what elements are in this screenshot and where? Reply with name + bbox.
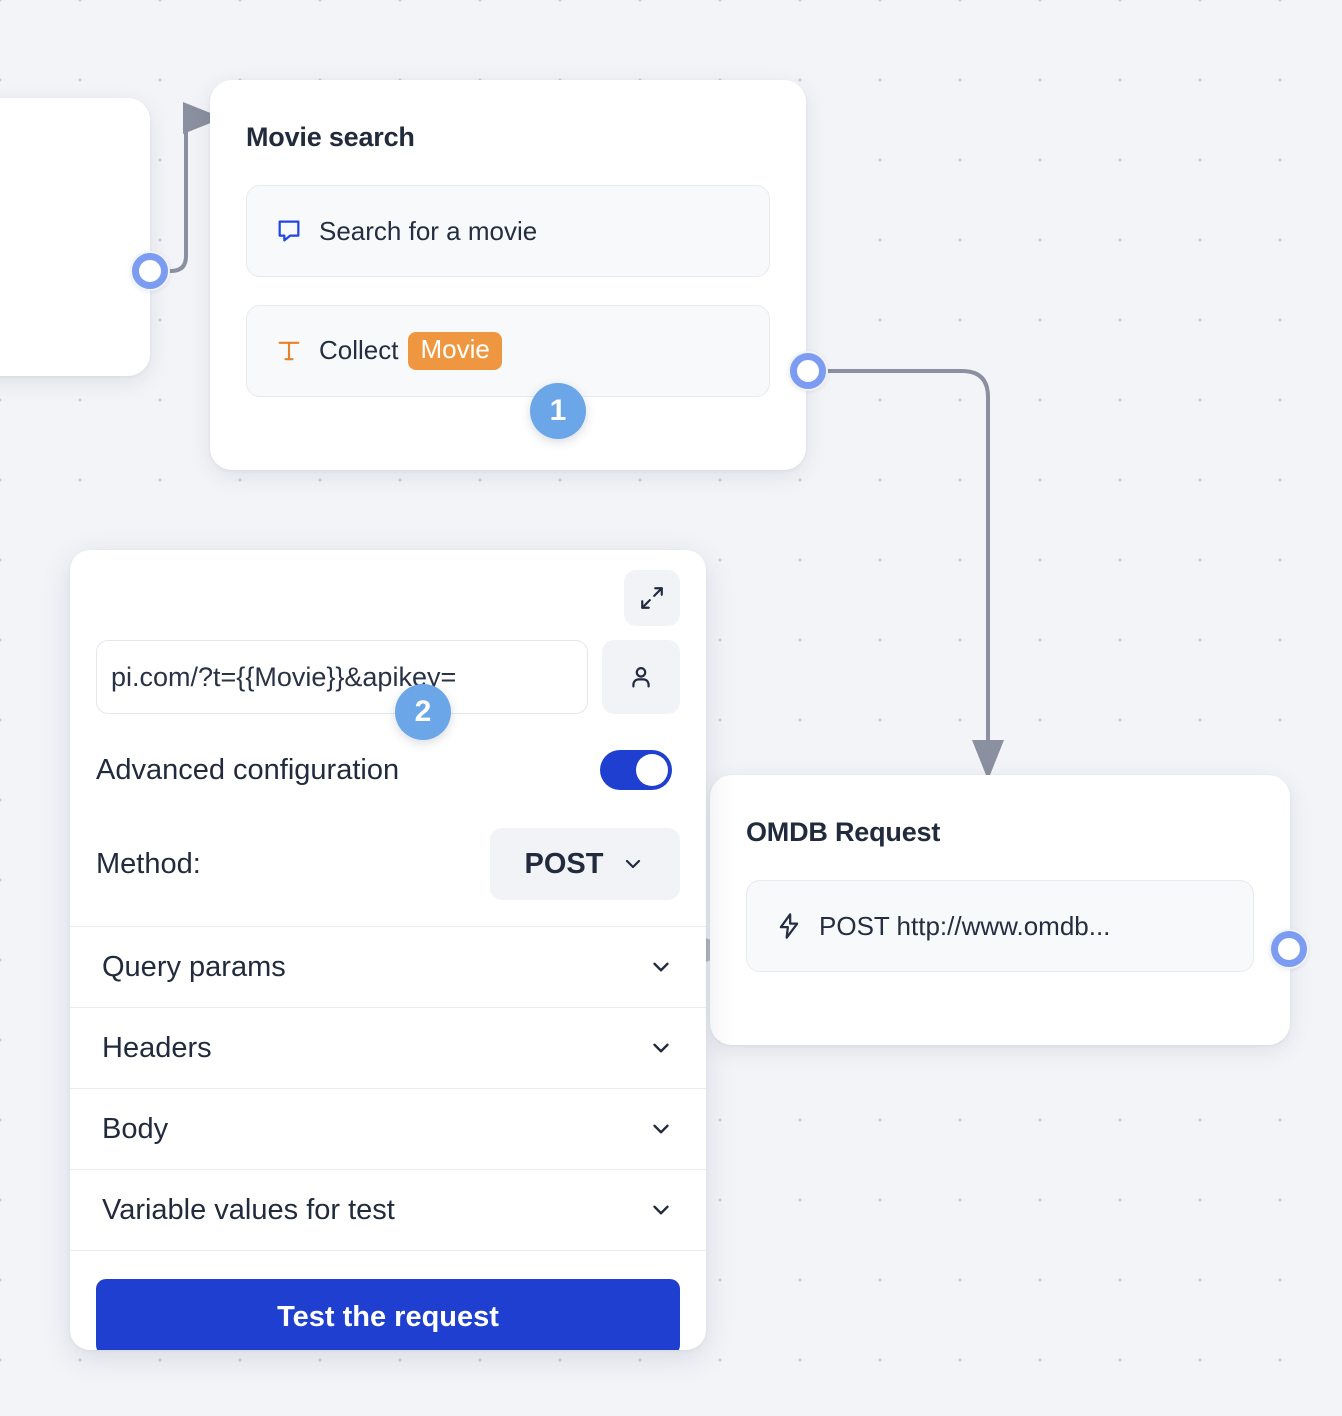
chevron-down-icon [648, 1197, 674, 1223]
node-row-collect-movie[interactable]: Collect Movie [246, 305, 770, 397]
node-row-omdb-post[interactable]: POST http://www.omdb... [746, 880, 1254, 972]
accordion-variable-values-for-test[interactable]: Variable values for test [70, 1169, 706, 1250]
request-url-input[interactable] [96, 640, 588, 714]
method-selected-value: POST [524, 847, 604, 880]
lightning-bolt-icon [775, 911, 803, 941]
node-row-search-for-a-movie[interactable]: Search for a movie [246, 185, 770, 277]
advanced-configuration-row[interactable]: Advanced configuration [70, 714, 706, 790]
message-bubble-icon [275, 217, 303, 245]
advanced-configuration-toggle[interactable] [600, 750, 672, 790]
chevron-down-icon [648, 1035, 674, 1061]
port-omdb-request-output[interactable] [1269, 929, 1309, 969]
test-the-request-button[interactable]: Test the request [96, 1279, 680, 1350]
accordion-label-query-params: Query params [102, 950, 286, 983]
method-select-button[interactable]: POST [490, 828, 680, 900]
accordion-query-params[interactable]: Query params [70, 926, 706, 1007]
user-credentials-button[interactable] [602, 640, 680, 714]
accordion-label-variable-values: Variable values for test [102, 1193, 395, 1226]
expand-diagonal-icon [639, 585, 665, 611]
chevron-down-icon [621, 852, 645, 876]
port-left-card-output[interactable] [130, 251, 170, 291]
request-config-panel[interactable]: Advanced configuration Method: POST Quer… [70, 550, 706, 1350]
accordion-list-bottom-divider [70, 1250, 706, 1251]
method-row: Method: POST [70, 790, 706, 926]
node-card-movie-search[interactable]: Movie search Search for a movie Collect [210, 80, 806, 470]
variable-tag-movie[interactable]: Movie [408, 332, 502, 370]
method-label: Method: [96, 847, 201, 880]
accordion-label-body: Body [102, 1112, 169, 1145]
node-row-label-search: Search for a movie [319, 215, 538, 246]
accordion-headers[interactable]: Headers [70, 1007, 706, 1088]
edge-movie-search-to-omdb [826, 369, 1004, 780]
step-badge-1: 1 [530, 383, 586, 439]
text-type-icon [275, 337, 303, 365]
person-icon [627, 663, 655, 691]
node-title-movie-search: Movie search [246, 122, 415, 152]
port-movie-search-output[interactable] [788, 351, 828, 391]
node-row-label-collect: Collect Movie [319, 332, 502, 370]
node-title-omdb-request: OMDB Request [746, 817, 941, 847]
accordion-body[interactable]: Body [70, 1088, 706, 1169]
accordion-label-headers: Headers [102, 1031, 212, 1064]
node-card-partial-left[interactable] [0, 98, 150, 376]
edge-left-to-movie-search [150, 102, 223, 273]
step-badge-2: 2 [395, 684, 451, 740]
expand-panel-button[interactable] [624, 570, 680, 626]
accordion-list: Query params Headers Body [70, 926, 706, 1251]
chevron-down-icon [648, 1116, 674, 1142]
node-card-omdb-request[interactable]: OMDB Request POST http://www.omdb... [710, 775, 1290, 1045]
node-row-label-omdb-post: POST http://www.omdb... [819, 910, 1111, 941]
collect-prefix-text: Collect [319, 335, 399, 366]
chevron-down-icon [648, 954, 674, 980]
advanced-configuration-label: Advanced configuration [96, 753, 400, 786]
